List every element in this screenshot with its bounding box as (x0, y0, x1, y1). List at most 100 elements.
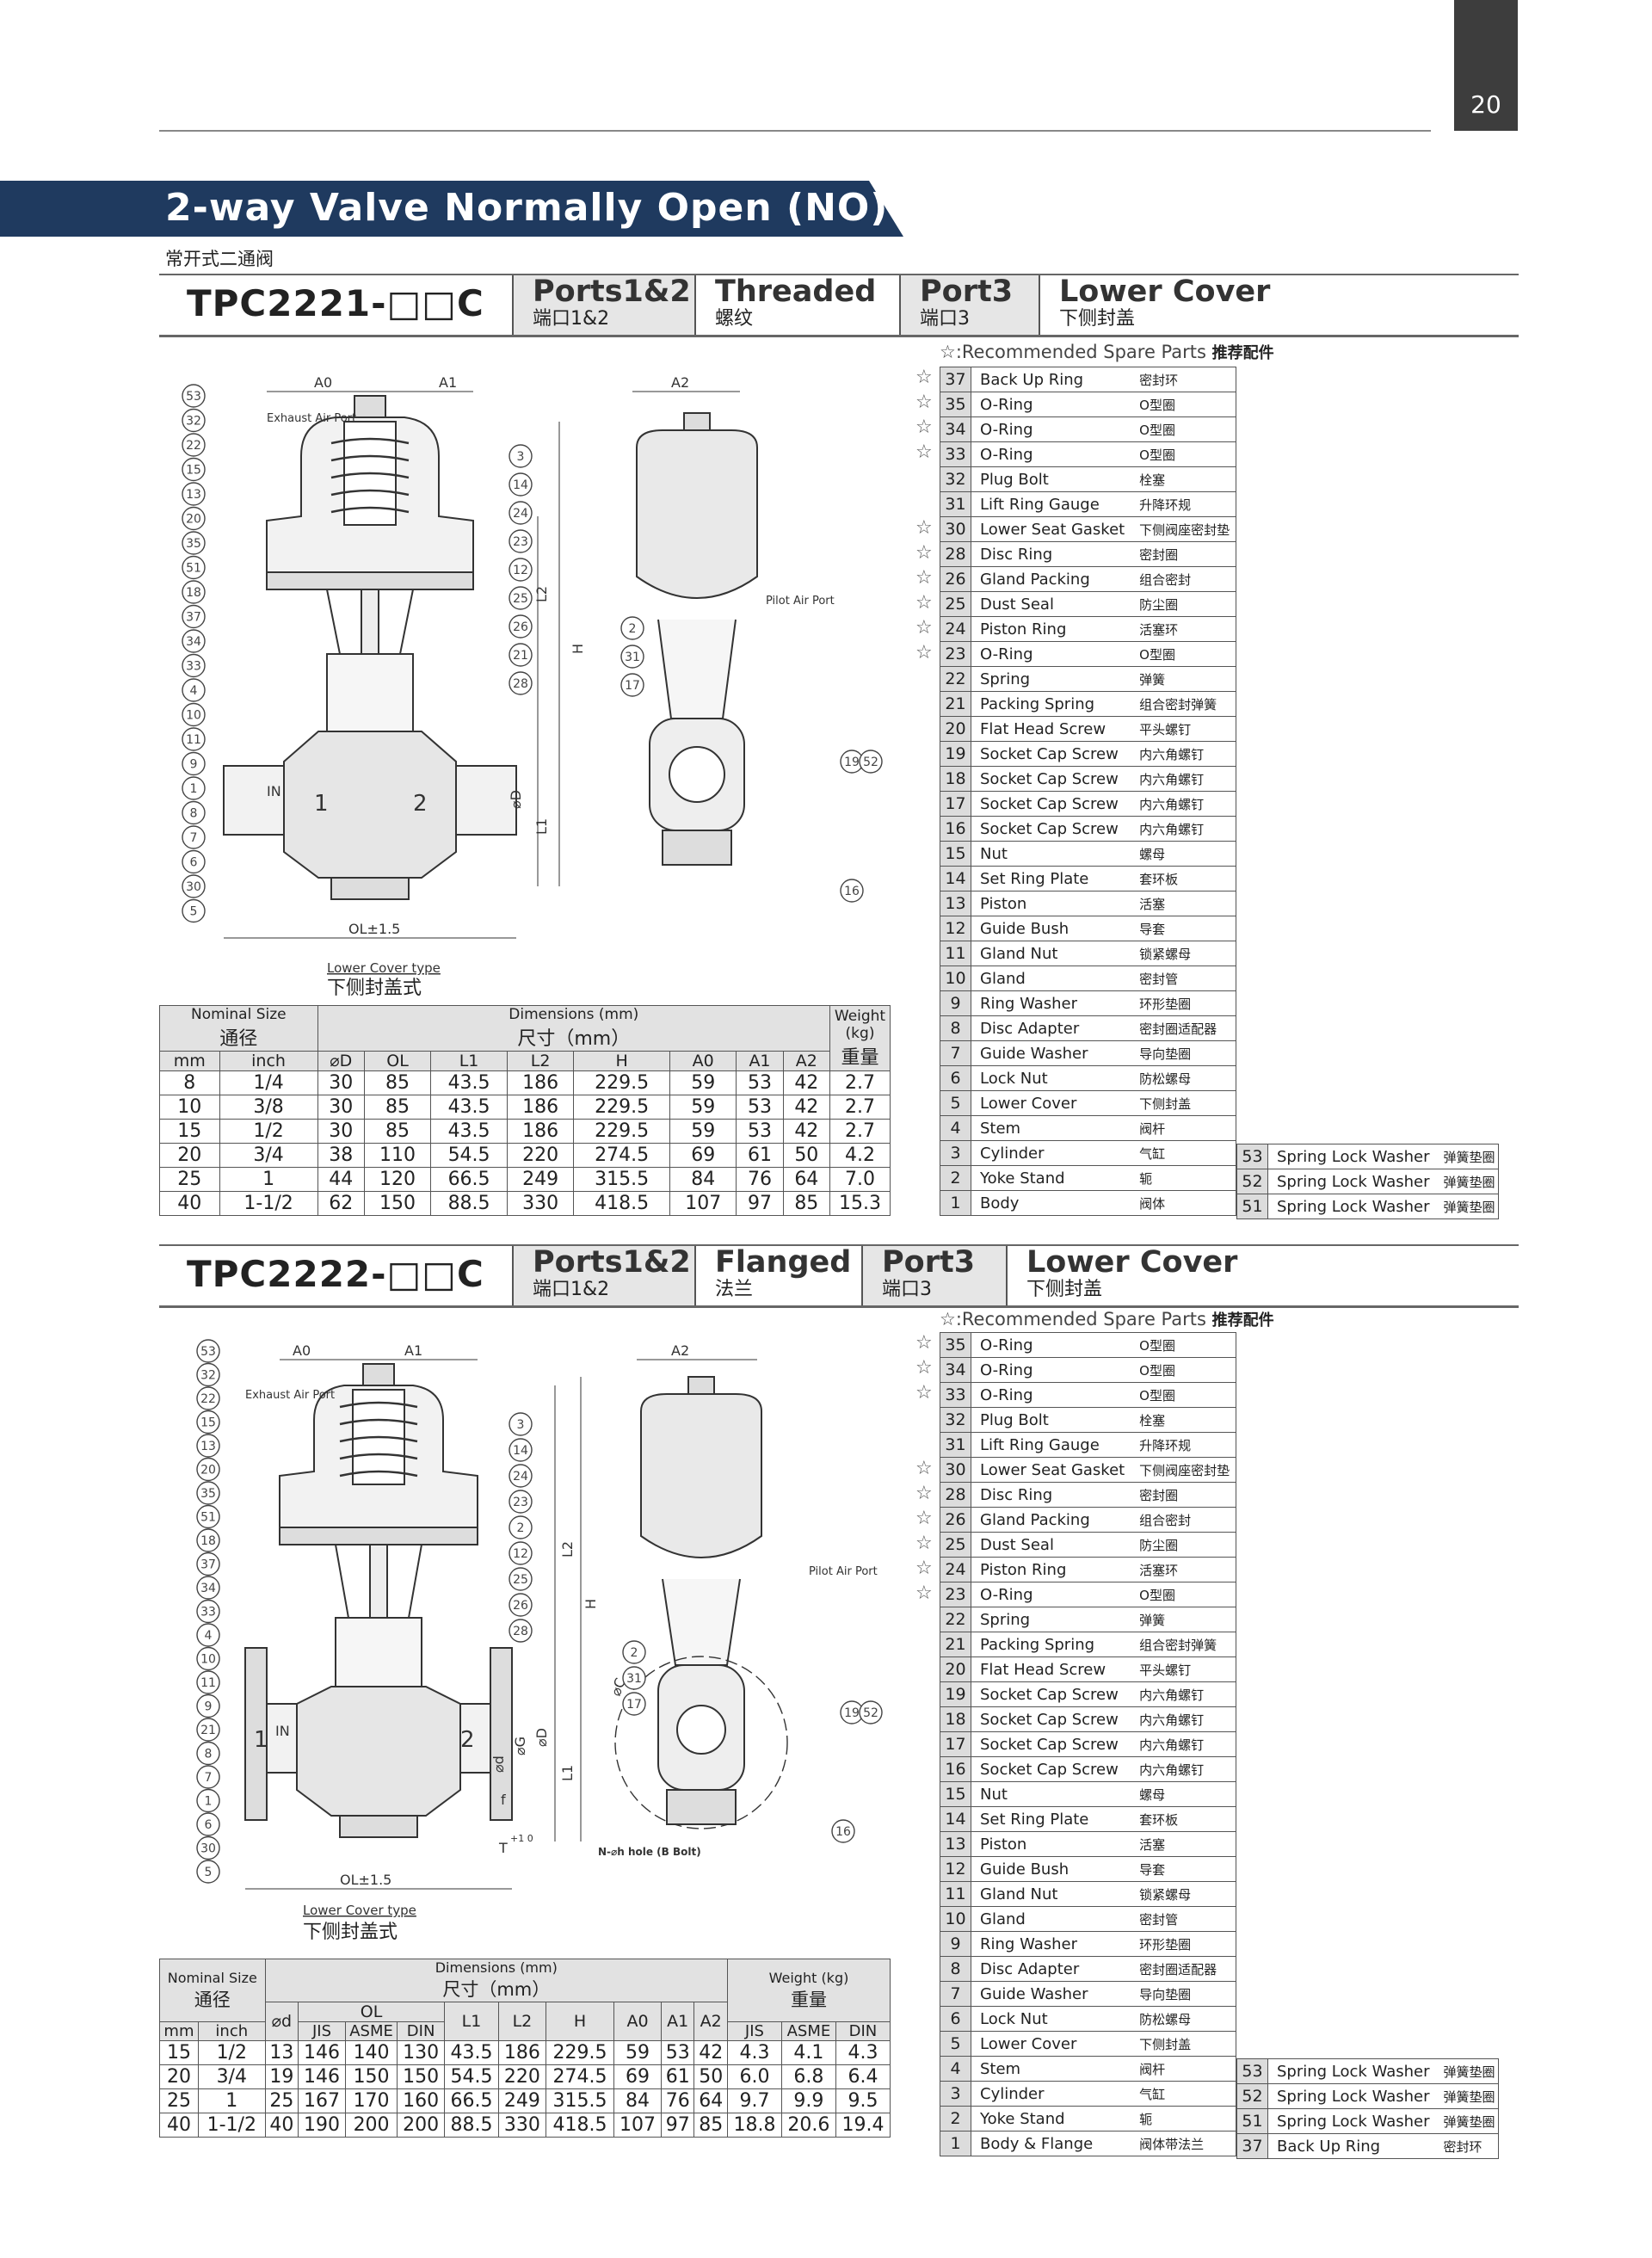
callout-bubble (509, 529, 533, 553)
callout-number: 20 (186, 513, 201, 527)
callout-number: 4 (205, 1629, 213, 1643)
part-name: Body & Flange (971, 2131, 1135, 2156)
part-name: Disc Adapter (971, 1956, 1135, 1982)
part-name: Spring Lock Washer (1267, 2058, 1439, 2084)
col-l1: L1 (444, 2002, 499, 2041)
table-cell: 42 (782, 1119, 831, 1144)
callout-bubble (509, 671, 533, 695)
part-number: 18 (940, 1706, 971, 1732)
part-number: 51 (1236, 2108, 1268, 2134)
table-cell: 1 (219, 1167, 318, 1192)
page-title: 2-way Valve Normally Open (NO) (165, 186, 889, 230)
part-name: Guide Washer (971, 1981, 1135, 2007)
part-name-cn: 套环板 (1134, 1806, 1237, 1832)
table-cell: 30 (317, 1119, 365, 1144)
part-name-cn: 栓塞 (1134, 466, 1237, 492)
table-cell: 61 (660, 2064, 695, 2089)
part-name: Yoke Stand (971, 2106, 1135, 2132)
part-number: 16 (940, 1756, 971, 1782)
table-cell: 76 (660, 2088, 695, 2113)
ports12-cell: Ports1&2 端口1&2 (514, 1246, 694, 1305)
callout-bubble (196, 1576, 220, 1600)
callout-bubble (620, 616, 644, 640)
part-name-cn: 导向垫圈 (1134, 1981, 1237, 2007)
table-cell: 38 (317, 1143, 365, 1168)
dim-h: H (583, 1599, 599, 1609)
table-cell: 62 (317, 1191, 365, 1216)
callout-number: 2 (517, 1521, 525, 1535)
part-number: 8 (940, 1015, 971, 1041)
callout-number: 30 (200, 1842, 216, 1856)
callout-number: 33 (186, 660, 201, 674)
callout-bubble (182, 678, 206, 702)
part-number: 34 (940, 1357, 971, 1383)
table-cell: 6.4 (835, 2064, 891, 2089)
callout-number: 19 (844, 1706, 860, 1720)
callout-bubble (509, 444, 533, 468)
port3-label: Port3 (920, 275, 1014, 309)
model-header-tpc2222: TPC2222-□□C Ports1&2 端口1&2 Flanged 法兰 Po… (159, 1244, 1519, 1308)
part-name: Ring Washer (971, 990, 1135, 1016)
part-number: 5 (940, 2031, 971, 2057)
part-number: 52 (1236, 2083, 1268, 2109)
col-header: ⌀D (317, 1051, 365, 1071)
part-name: Cylinder (971, 2081, 1135, 2107)
callout-bubble (182, 898, 206, 923)
callout-number: 17 (625, 679, 640, 693)
part-name-cn: 密封环 (1134, 367, 1237, 392)
table-cell: 53 (736, 1070, 784, 1095)
drawing-caption: Lower Cover type (303, 1903, 416, 1918)
part-name: O-Ring (971, 392, 1135, 417)
part-number: 18 (940, 766, 971, 792)
table-cell: 59 (669, 1070, 737, 1095)
part-number: 5 (940, 1090, 971, 1116)
part-name-cn: 内六角螺钉 (1134, 816, 1237, 842)
port3-cell: Port3 端口3 (863, 1246, 1006, 1305)
part-number: 13 (940, 1831, 971, 1857)
part-name: Set Ring Plate (971, 866, 1135, 891)
callout-bubble (182, 384, 206, 408)
part-name-cn: 下侧阀座密封垫 (1134, 516, 1237, 542)
table-cell: 15.3 (829, 1191, 891, 1216)
table-cell: 50 (782, 1143, 831, 1168)
part-number: 20 (940, 1656, 971, 1682)
col-h: H (545, 2002, 615, 2041)
table-cell: 97 (660, 2113, 695, 2138)
col-ol: OL (298, 2002, 446, 2022)
ports12-label-cn: 端口1&2 (533, 1279, 610, 1300)
table-cell: 69 (669, 1143, 737, 1168)
table-cell: 18.8 (726, 2113, 782, 2138)
table-cell: 20 (159, 1143, 220, 1168)
col-header: A1 (736, 1051, 784, 1071)
callout-number: 17 (626, 1698, 642, 1712)
port1-label: 1 (314, 791, 329, 817)
port3-value: Lower Cover (1026, 1245, 1238, 1280)
part-name: Socket Cap Screw (971, 741, 1135, 767)
callout-number: 35 (200, 1487, 216, 1501)
part-name: Gland Packing (971, 1507, 1135, 1533)
spare-parts-note: ☆:Recommended Spare Parts 推荐配件 (940, 1309, 1274, 1330)
callout-number: 6 (205, 1818, 213, 1832)
callout-number: 9 (205, 1700, 213, 1714)
table-cell: 42 (782, 1095, 831, 1120)
exhaust-port-label: Exhaust Air Port (245, 1389, 335, 1402)
dim-d: ⌀d (490, 1755, 507, 1773)
weight-header: Weight (kg) 重量 (829, 1005, 891, 1071)
callout-bubble (182, 604, 206, 629)
exhaust-port-label: Exhaust Air Port (267, 412, 356, 425)
dim-h: H (570, 644, 586, 654)
part-name-cn: O型圈 (1134, 1332, 1237, 1358)
part-name-cn: 平头螺钉 (1134, 1656, 1237, 1682)
